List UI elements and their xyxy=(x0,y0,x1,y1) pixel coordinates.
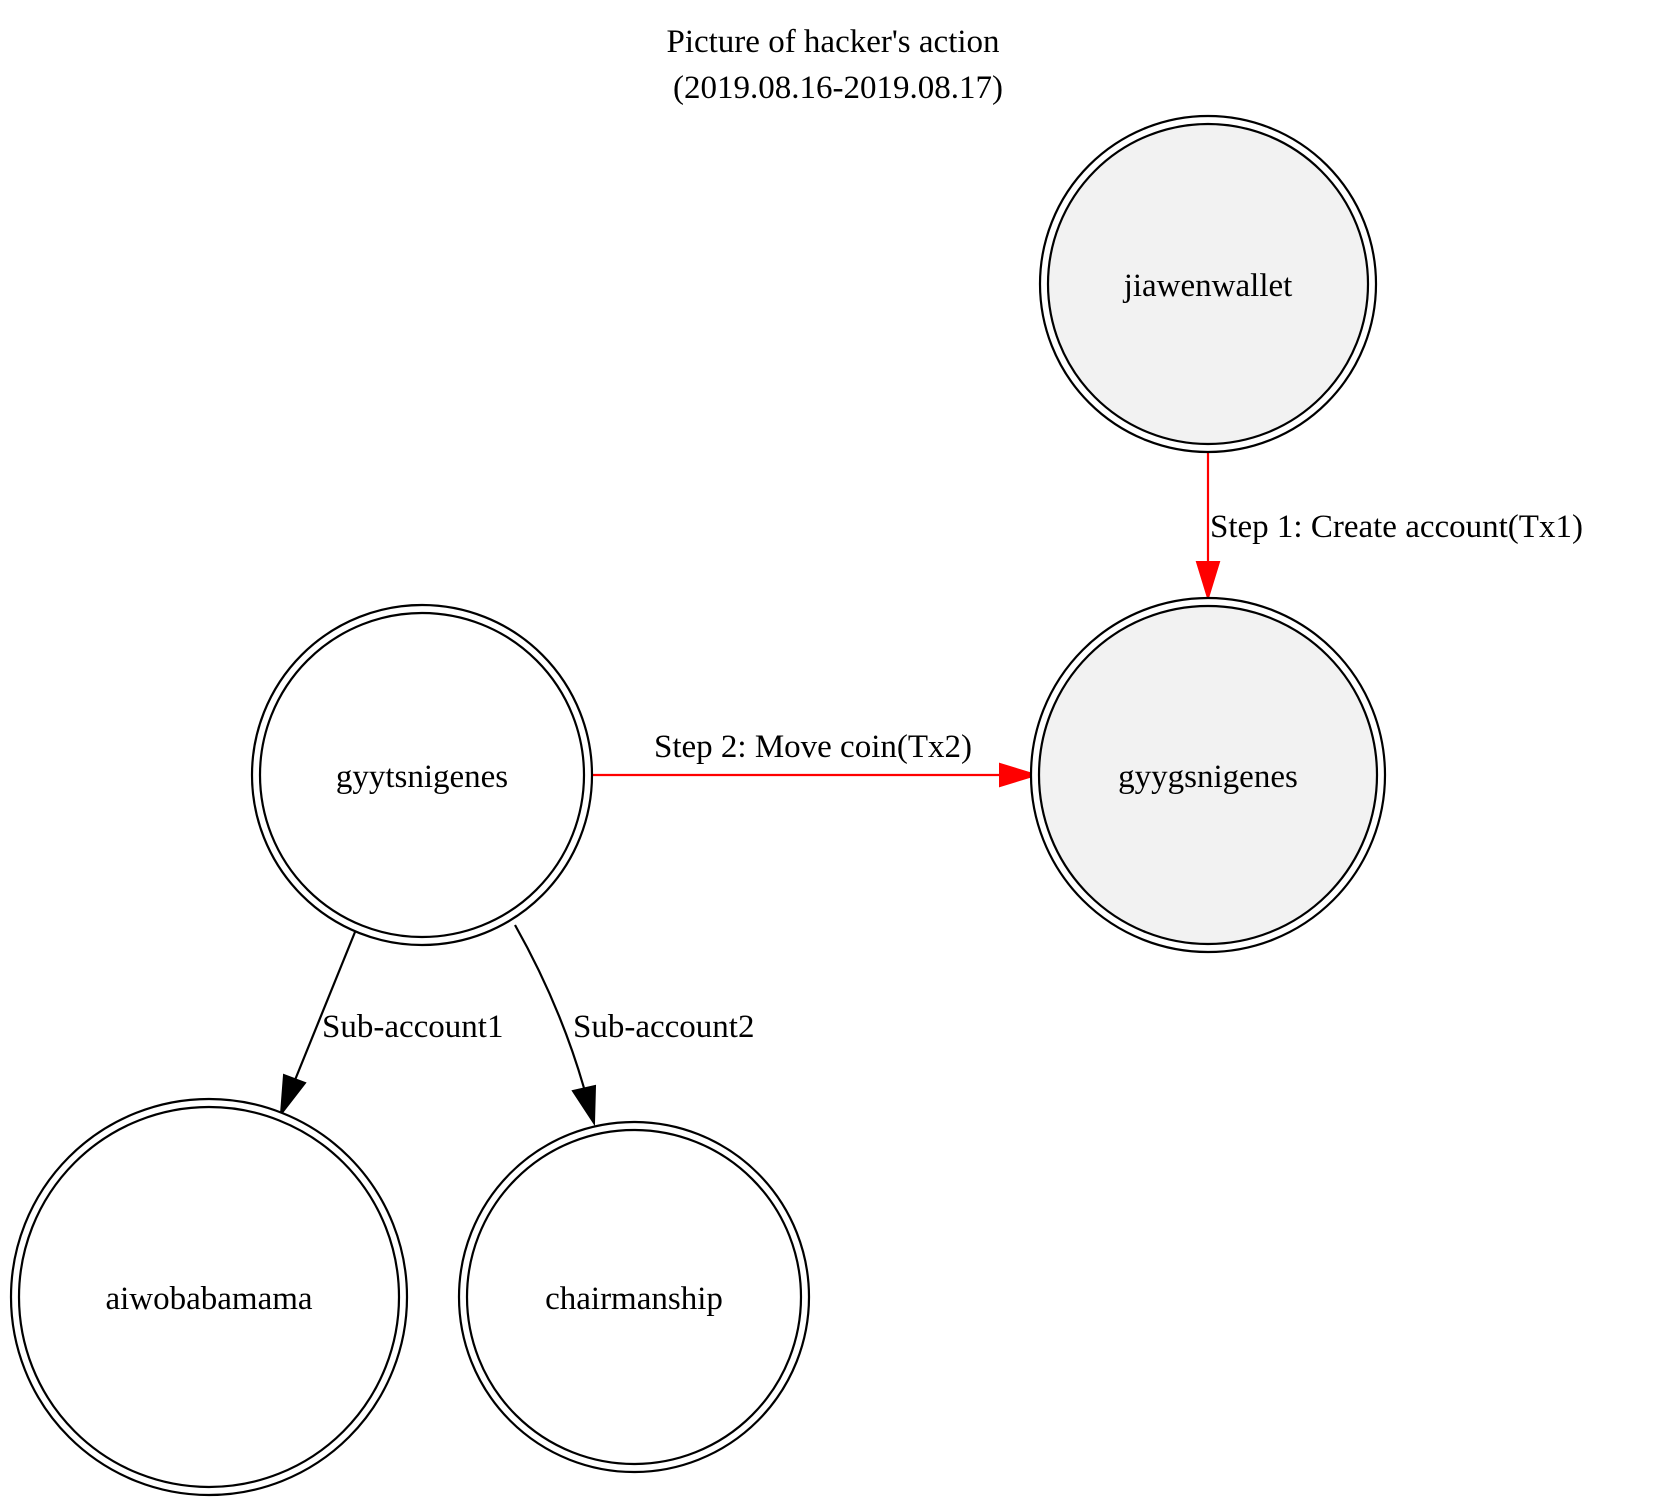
edge-sub-account2-label: Sub-account2 xyxy=(573,1009,754,1045)
node-gyytsnigenes-inner-ring xyxy=(258,611,586,939)
diagram-title-line1: Picture of hacker's action xyxy=(666,24,999,60)
node-gyygsnigenes-inner-ring xyxy=(1037,604,1379,946)
node-chairmanship-label: chairmanship xyxy=(545,1281,723,1317)
diagram-title-line2: (2019.08.16-2019.08.17) xyxy=(673,70,1003,106)
edge-sub-account1-label: Sub-account1 xyxy=(322,1009,503,1045)
node-gyytsnigenes[interactable]: gyytsnigenes xyxy=(250,603,594,947)
edge-sub-account2: Sub-account2 xyxy=(514,924,754,1127)
edge-move-coin-arrowhead xyxy=(999,762,1040,788)
edge-create-account: Step 1: Create account(Tx1) xyxy=(1195,452,1583,602)
edge-create-account-arrowhead xyxy=(1195,561,1221,602)
node-jiawenwallet-inner-ring xyxy=(1046,122,1370,446)
node-aiwobabamama-inner-ring xyxy=(17,1105,401,1489)
edge-create-account-label: Step 1: Create account(Tx1) xyxy=(1210,509,1583,545)
edge-move-coin: Step 2: Move coin(Tx2) xyxy=(592,729,1040,788)
edge-sub-account2-arrowhead xyxy=(571,1084,597,1127)
node-jiawenwallet-label: jiawenwallet xyxy=(1123,268,1293,304)
node-chairmanship-inner-ring xyxy=(465,1128,803,1466)
node-gyygsnigenes-label: gyygsnigenes xyxy=(1118,759,1298,795)
node-chairmanship[interactable]: chairmanship xyxy=(457,1120,811,1474)
node-aiwobabamama[interactable]: aiwobabamama xyxy=(9,1097,409,1497)
node-gyygsnigenes[interactable]: gyygsnigenes xyxy=(1029,596,1387,954)
nodes: jiawenwallet gyygsnigenes gyytsnigenes a… xyxy=(9,114,1387,1497)
node-gyytsnigenes-label: gyytsnigenes xyxy=(336,759,508,795)
node-aiwobabamama-label: aiwobabamama xyxy=(105,1281,312,1317)
edge-sub-account1-arrowhead xyxy=(279,1073,307,1118)
edge-sub-account1-line xyxy=(293,931,357,1081)
edge-sub-account1: Sub-account1 xyxy=(279,931,503,1118)
edge-move-coin-label: Step 2: Move coin(Tx2) xyxy=(654,729,972,765)
edges: Step 1: Create account(Tx1) Step 2: Move… xyxy=(279,452,1583,1127)
node-jiawenwallet[interactable]: jiawenwallet xyxy=(1038,114,1378,454)
edge-sub-account2-line xyxy=(514,924,586,1089)
